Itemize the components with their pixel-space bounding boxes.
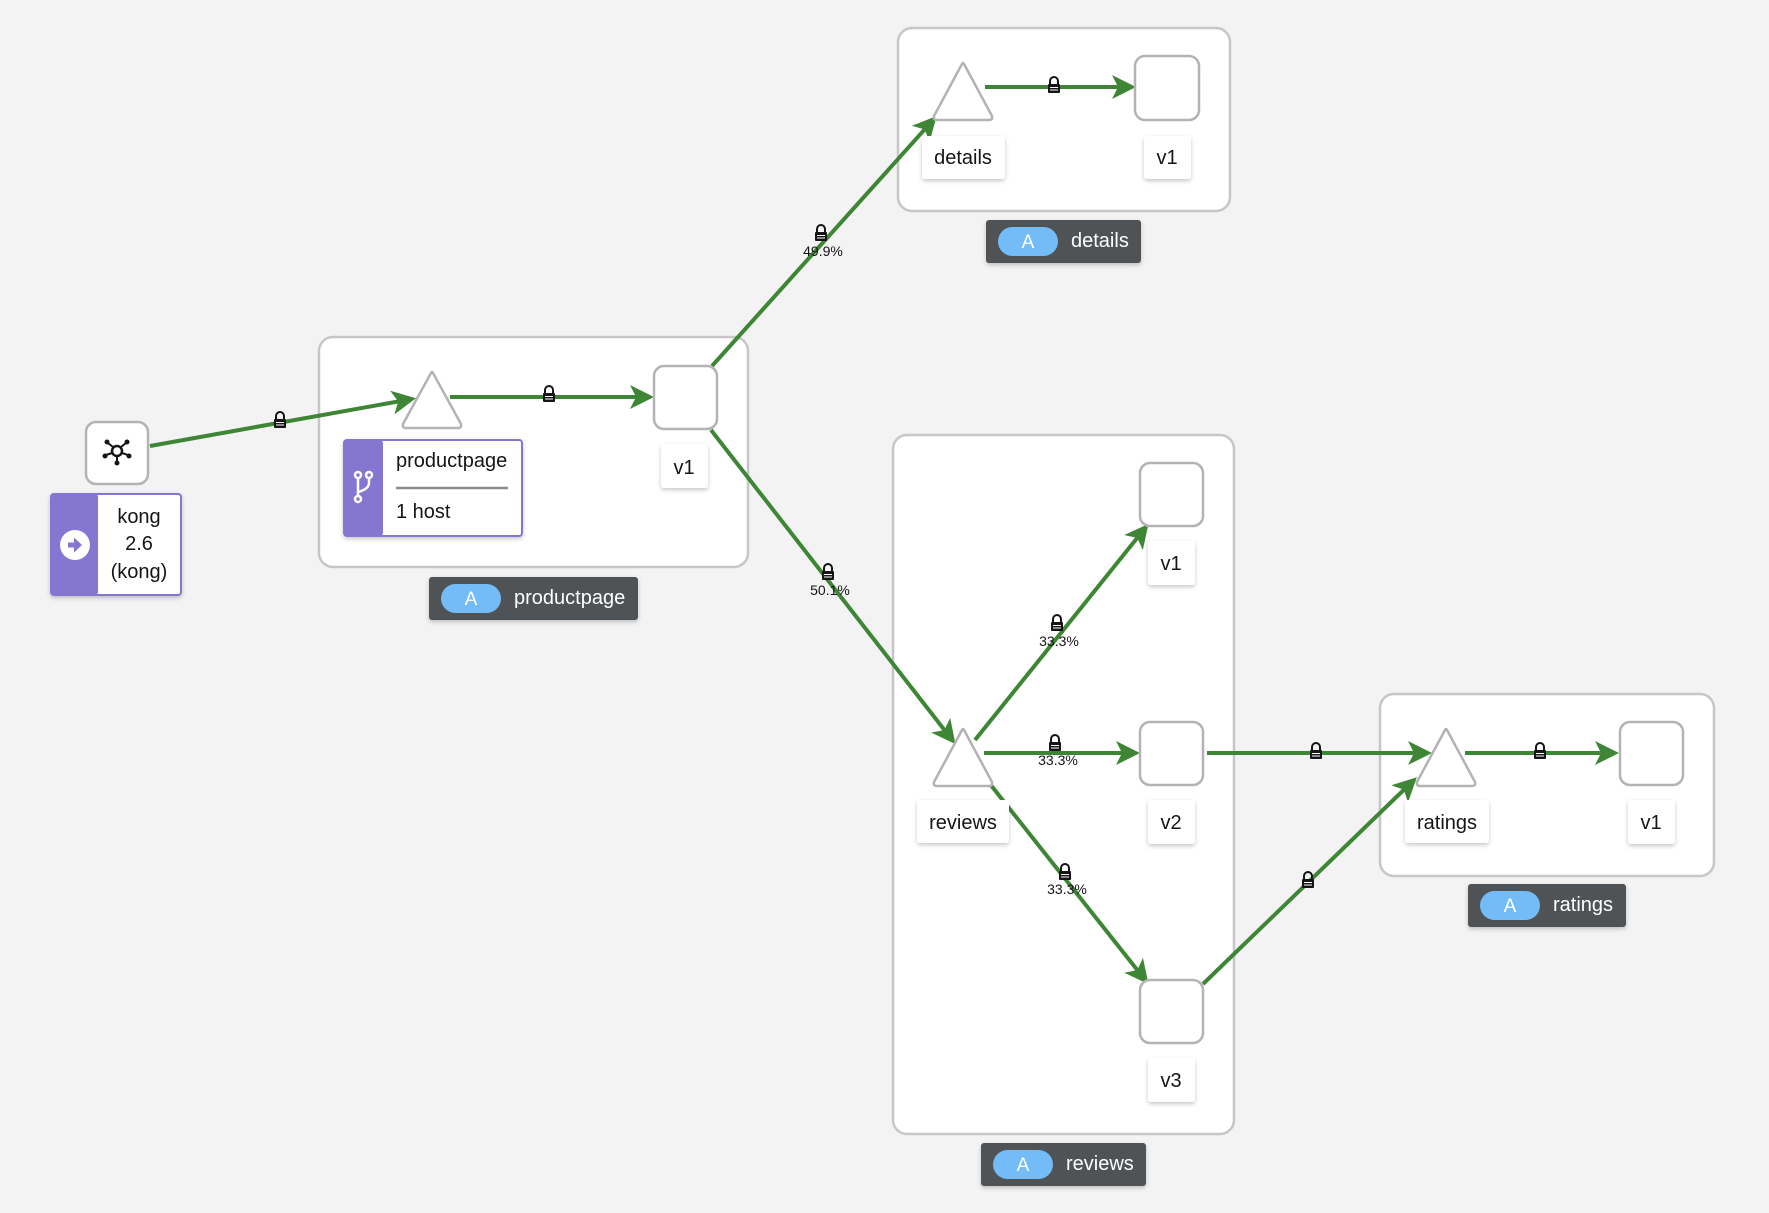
app-badge-letter: A <box>465 589 478 610</box>
reviews-v1-label: v1 <box>1160 553 1181 575</box>
details-service-label: details <box>934 147 992 169</box>
reviews-v2-label: v2 <box>1160 812 1181 834</box>
ratings-v1-node[interactable] <box>1618 720 1685 787</box>
ratings-v1-label-bg <box>1628 800 1675 844</box>
reviews-service-label: reviews <box>929 812 997 834</box>
app-badge-name: reviews <box>1066 1153 1134 1175</box>
details-v1-label-bg <box>1144 136 1191 179</box>
edge-reviews-v1[interactable] <box>973 523 1149 742</box>
app-badge-letter: A <box>1504 896 1517 917</box>
app-badge-name: ratings <box>1553 894 1613 916</box>
kong-gateway-icon <box>102 439 132 466</box>
app-badge-ratings: A ratings <box>1468 884 1626 927</box>
details-v1-label: v1 <box>1156 147 1177 169</box>
app-badge-name: details <box>1071 230 1129 252</box>
reviews-service-node[interactable] <box>932 727 994 788</box>
lock-icon <box>273 411 287 429</box>
edge-reviews-v3[interactable] <box>988 782 1149 985</box>
kong-version: 2.6 <box>125 533 153 555</box>
edge-productpage-details[interactable] <box>710 116 937 368</box>
virtual-service-hosts: 1 host <box>396 501 451 523</box>
lock-icon <box>1309 742 1323 760</box>
reviews-v1-node[interactable] <box>1138 461 1205 528</box>
reviews-v1-label-bg <box>1148 541 1195 585</box>
productpage-v1-node[interactable] <box>652 364 719 431</box>
ratings-service-label: ratings <box>1417 812 1477 834</box>
edge-pct-reviews-v3: 33.3% <box>1047 881 1087 897</box>
reviews-v2-label-bg <box>1148 800 1195 844</box>
kong-gateway-node[interactable] <box>84 420 150 486</box>
reviews-v2-node[interactable] <box>1138 720 1205 787</box>
edge-productpage-reviews[interactable] <box>709 428 956 745</box>
branch-icon <box>353 470 374 504</box>
lock-icon <box>821 563 835 581</box>
edge-pct-reviews-v2: 33.3% <box>1038 752 1078 768</box>
productpage-service-node[interactable] <box>401 370 463 430</box>
reviews-v3-node[interactable] <box>1138 978 1205 1045</box>
ratings-service-label-bg <box>1405 800 1489 843</box>
arrow-right-circle-icon <box>60 530 90 560</box>
productpage-v1-label-bg <box>661 444 708 488</box>
reviews-service-label-bg <box>917 800 1009 843</box>
edge-pct-reviews-v1: 33.3% <box>1039 633 1079 649</box>
reviews-v3-label-bg <box>1148 1058 1195 1102</box>
app-badge-letter: A <box>1022 232 1035 253</box>
app-badge-letter: A <box>1017 1155 1030 1176</box>
reviews-v3-label: v3 <box>1160 1070 1181 1092</box>
edge-pct-reviews: 50.1% <box>810 582 850 598</box>
app-badge-reviews: A reviews <box>981 1143 1146 1186</box>
kong-gateway-label: kong 2.6 (kong) <box>50 493 182 596</box>
virtual-service-label[interactable]: productpage 1 host <box>343 439 523 537</box>
lock-icon <box>1301 871 1315 889</box>
app-badge-productpage: A productpage <box>429 577 638 620</box>
productpage-v1-label: v1 <box>673 457 694 479</box>
kong-namespace: (kong) <box>111 561 168 583</box>
details-v1-node[interactable] <box>1133 54 1201 122</box>
details-service-node[interactable] <box>932 61 994 122</box>
kong-name: kong <box>117 506 160 528</box>
app-badge-details: A details <box>986 220 1141 263</box>
details-service-label-bg <box>922 136 1005 179</box>
app-box-reviews[interactable] <box>891 433 1236 1136</box>
edge-pct-details: 49.9% <box>803 243 843 259</box>
ratings-service-node[interactable] <box>1415 727 1477 788</box>
virtual-service-title: productpage <box>396 450 507 472</box>
lock-icon <box>814 224 828 242</box>
app-badge-name: productpage <box>514 587 625 609</box>
ratings-v1-label: v1 <box>1640 812 1661 834</box>
